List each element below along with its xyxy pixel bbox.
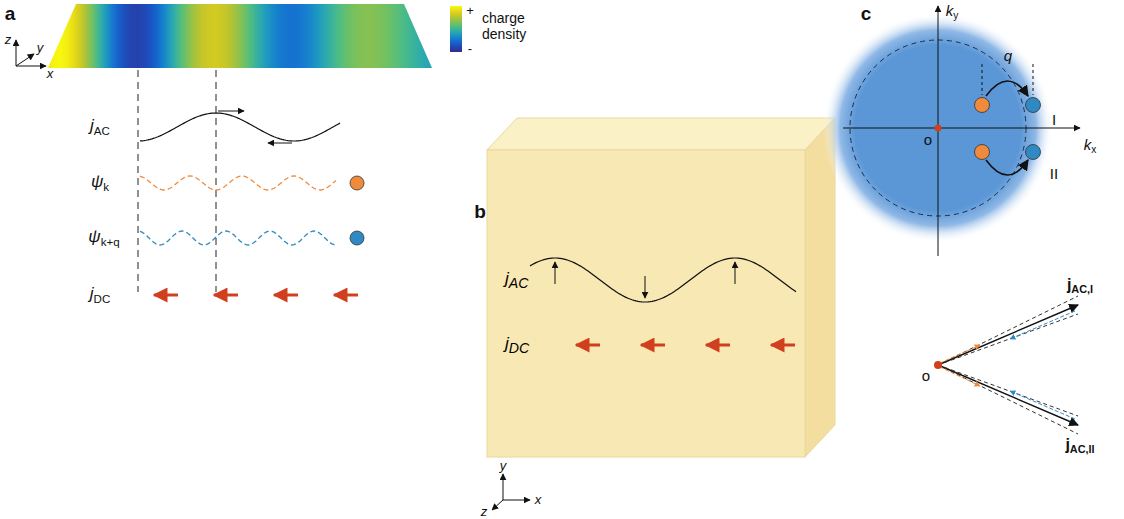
dc-arrow bbox=[706, 344, 730, 347]
wavefunction-label: ψk+q bbox=[88, 228, 119, 249]
legend-text: charge density bbox=[482, 10, 552, 42]
dc-arrow bbox=[334, 294, 358, 297]
axis-label: x bbox=[535, 493, 542, 507]
color-bar bbox=[450, 6, 462, 52]
origin-label: o bbox=[922, 368, 930, 385]
axis-label: kx bbox=[1084, 137, 1097, 156]
wavevector-label: q bbox=[1004, 48, 1012, 65]
current-vector-label: jAC,II bbox=[1065, 436, 1094, 457]
current-wave bbox=[140, 113, 340, 141]
process-label: I bbox=[1052, 112, 1056, 129]
axis-label: z bbox=[481, 505, 488, 519]
dc-arrow bbox=[641, 344, 665, 347]
current-label: jDC bbox=[90, 285, 110, 306]
dc-arrow bbox=[154, 294, 178, 297]
panel-letter: b bbox=[474, 202, 486, 223]
current-vector-label: jAC,I bbox=[1067, 276, 1093, 297]
dc-arrow bbox=[771, 344, 795, 347]
axis-label: ky bbox=[946, 3, 959, 22]
current-label: jAC bbox=[90, 117, 110, 138]
axis-label: y bbox=[500, 459, 507, 473]
box-top bbox=[487, 118, 835, 150]
panel-letter: c bbox=[861, 4, 872, 25]
panel-letter: a bbox=[5, 4, 16, 25]
box-front bbox=[487, 150, 805, 457]
axis-label: z bbox=[5, 33, 12, 47]
guide-line bbox=[138, 70, 139, 292]
axis-label: x bbox=[47, 67, 54, 81]
guide-line bbox=[216, 70, 217, 292]
sample-box: jAC jDC bbox=[487, 150, 805, 457]
wavefunction-k bbox=[140, 176, 336, 190]
process-label: II bbox=[1050, 166, 1058, 183]
current-label: jDC bbox=[505, 335, 529, 357]
wavefunction-kq bbox=[140, 231, 336, 245]
current-wave bbox=[530, 258, 796, 302]
axes bbox=[492, 474, 530, 510]
origin-label: o bbox=[924, 132, 932, 149]
axes bbox=[16, 40, 46, 66]
dc-arrow bbox=[214, 294, 238, 297]
scale-max: + bbox=[466, 4, 474, 18]
dc-arrow bbox=[576, 344, 600, 347]
scale-min: - bbox=[468, 42, 472, 56]
dc-arrow bbox=[274, 294, 298, 297]
wavefunction-label: ψk bbox=[91, 173, 109, 194]
axis-label: y bbox=[37, 41, 44, 55]
current-label: jAC bbox=[505, 270, 528, 292]
charge-density-slab bbox=[48, 4, 432, 68]
